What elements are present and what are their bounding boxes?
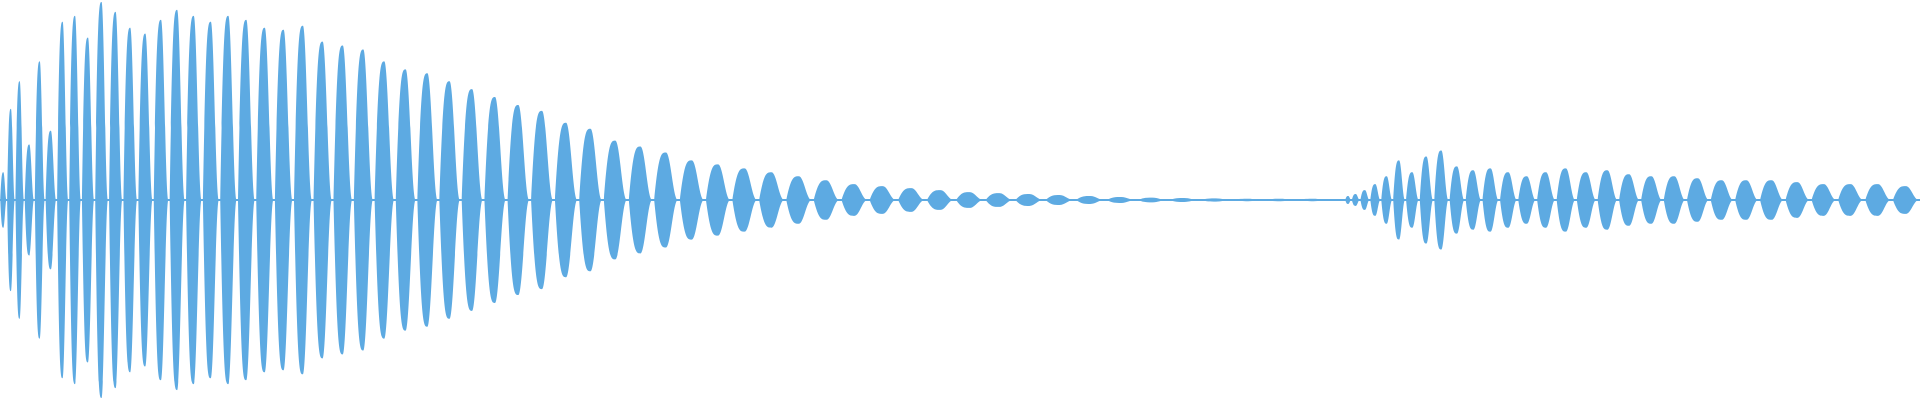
waveform-cycle	[507, 104, 530, 296]
waveform-cycle	[1838, 184, 1864, 216]
waveform-cycle	[705, 164, 731, 236]
waveform-cycle	[1370, 184, 1381, 216]
waveform-cycle	[1393, 160, 1406, 240]
waveform-cycle	[461, 89, 483, 311]
waveform-cycle	[1663, 176, 1686, 224]
waveform-cycle	[1381, 176, 1393, 224]
waveform-cycle	[417, 73, 438, 327]
waveform-cycle	[202, 21, 219, 379]
waveform-cycle	[841, 184, 868, 216]
waveform-cycle	[1137, 197, 1167, 203]
waveform-cycle	[138, 33, 153, 367]
waveform-cycle	[123, 27, 138, 373]
waveform-cycle	[1811, 184, 1837, 216]
waveform-cycle	[554, 122, 578, 278]
waveform-cycle	[1345, 196, 1352, 204]
waveform-cycle	[1406, 172, 1419, 228]
waveform-cycle	[109, 11, 123, 389]
waveform-cycle	[926, 190, 954, 210]
waveform-cycle	[1298, 198, 1329, 202]
waveform-cycle	[1686, 178, 1709, 222]
waveform-cycle	[256, 27, 274, 373]
waveform-cycle	[654, 152, 678, 248]
waveform-cycle	[1785, 182, 1810, 218]
waveform-cycle	[395, 69, 416, 331]
waveform-cycle	[898, 188, 925, 212]
waveform-cycle	[1015, 194, 1044, 206]
waveform-cycle	[628, 146, 653, 254]
waveform-cycle	[1360, 190, 1370, 210]
waveform-cycle	[1419, 156, 1434, 244]
waveform-cycle	[186, 15, 202, 385]
waveform-cycle	[956, 192, 984, 208]
waveform-cycle	[1482, 168, 1499, 232]
waveform-cycle	[293, 25, 312, 375]
waveform-cycle	[759, 172, 785, 228]
waveform-cycle	[732, 168, 757, 232]
waveform-cycle	[579, 128, 602, 272]
waveform-cycle	[95, 2, 108, 398]
waveform-cycle	[484, 97, 506, 303]
waveform-cycle	[1892, 186, 1919, 214]
waveform-cycle	[1518, 176, 1536, 224]
waveform-cycle	[237, 19, 255, 381]
waveform-cycle	[786, 176, 812, 224]
waveform-cycle	[169, 9, 185, 391]
waveform-cycle	[1500, 172, 1517, 228]
waveform-cycle	[1865, 184, 1891, 216]
waveform-cycle	[81, 37, 95, 363]
waveform-cycle	[1465, 170, 1482, 230]
waveform-cycle	[374, 61, 395, 339]
waveform-cycle	[1537, 172, 1556, 228]
waveform-cycle	[439, 81, 460, 319]
waveform-cycle	[1076, 196, 1105, 204]
waveform-cycle	[24, 144, 34, 256]
waveform-cycle	[531, 110, 554, 290]
waveform-cycle	[353, 49, 373, 351]
waveform-cycle	[869, 186, 896, 214]
waveform-cycle	[1735, 180, 1759, 220]
waveform-cycle	[1106, 197, 1136, 203]
waveform-cycle	[1556, 168, 1576, 232]
waveform-cycle	[153, 19, 169, 381]
waveform-cycle	[1641, 176, 1662, 224]
waveform-cycle	[1760, 180, 1784, 220]
waveform-cycle	[1169, 198, 1199, 202]
waveform-cycle	[1710, 180, 1734, 220]
waveform-cycle	[69, 15, 81, 385]
waveform-cycle	[0, 172, 7, 228]
waveform-cycle	[1434, 150, 1449, 250]
waveform-cycle	[1265, 198, 1296, 202]
waveform-cycle	[1449, 166, 1465, 234]
waveform-cycle	[679, 160, 704, 240]
waveform-cycle	[313, 41, 332, 359]
waveform-cycle	[274, 29, 293, 371]
waveform-cycle	[603, 140, 627, 260]
waveform-cycle	[7, 108, 15, 292]
waveform-cycle	[985, 193, 1014, 207]
waveform-cycle	[34, 61, 45, 339]
waveform-cycle	[1351, 194, 1360, 206]
waveform-cycle	[45, 130, 57, 270]
waveform-cycle	[1045, 195, 1074, 205]
waveform-cycle	[813, 180, 840, 220]
waveform-cycle	[1597, 170, 1618, 230]
waveform-cycle	[1619, 174, 1640, 226]
waveform-cycle	[1576, 172, 1596, 228]
waveform-cycle	[220, 15, 237, 385]
waveform-cycle	[57, 21, 69, 379]
waveform-cycle	[333, 45, 353, 355]
waveform-cycle	[1201, 198, 1231, 202]
waveform-cycle	[15, 81, 24, 319]
waveform-cycle	[1233, 198, 1264, 202]
